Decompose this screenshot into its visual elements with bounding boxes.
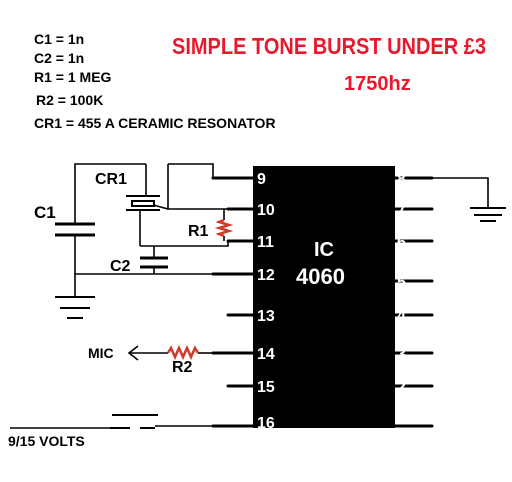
wire-top-left (74, 163, 146, 224)
frequency-label: 1750hz (344, 73, 411, 95)
pin-9: 9 (257, 171, 266, 188)
r1-label: R1 (188, 223, 209, 240)
capacitor-c1 (55, 222, 95, 237)
pin-numbers-left: 9 10 11 12 13 14 15 16 (257, 171, 275, 432)
r2-label: R2 (172, 359, 193, 376)
capacitor-c2 (140, 256, 168, 269)
cr1-label: CR1 (95, 171, 127, 188)
pin-leads-left (211, 176, 255, 428)
wire-pin8-ground (432, 177, 489, 207)
pin-8: 8 (397, 171, 406, 188)
pin-15: 15 (257, 379, 275, 396)
component-legend: C1 = 1n C2 = 1n R1 = 1 MEG R2 = 100K CR1… (34, 31, 276, 131)
ic-4060: IC 4060 (253, 166, 395, 428)
wire-pin9-loop (168, 163, 214, 178)
wire-pin11 (140, 241, 229, 247)
ic-label: IC (314, 239, 334, 261)
pin-leads-right (393, 176, 434, 428)
legend-r1: R1 = 1 MEG (34, 69, 112, 85)
resonator-cr1 (126, 195, 160, 211)
legend-c2: C2 = 1n (34, 50, 84, 66)
resistor-r2 (166, 344, 200, 361)
wire-pin10 (167, 164, 228, 210)
pin-5: 5 (397, 274, 406, 291)
pin-11: 11 (257, 234, 274, 251)
c2-label: C2 (110, 258, 131, 275)
c1-label: C1 (34, 203, 56, 222)
legend-cr1: CR1 = 455 A CERAMIC RESONATOR (34, 115, 276, 131)
wire-pin12 (74, 273, 213, 296)
mic-arrow-icon (127, 345, 139, 361)
pin-7: 7 (397, 202, 406, 219)
wiring (10, 163, 489, 429)
ic-part-number: 4060 (296, 264, 345, 289)
legend-c1: C1 = 1n (34, 31, 84, 47)
supply-switch (110, 414, 158, 429)
pin-16: 16 (257, 415, 275, 432)
pin-4: 4 (397, 308, 406, 325)
pin-6: 6 (397, 234, 406, 251)
legend-r2: R2 = 100K (36, 92, 103, 108)
pin-14: 14 (257, 346, 275, 363)
pin-10: 10 (257, 202, 275, 219)
resistor-r1 (214, 218, 234, 238)
title: SIMPLE TONE BURST UNDER £3 (172, 33, 486, 59)
ground-icon (470, 207, 506, 222)
pin-3: 3 (397, 346, 406, 363)
ground-icon (55, 296, 95, 319)
pin-numbers-right: 8 7 6 5 4 3 2 1 (397, 171, 406, 424)
pin-1: 1 (397, 407, 406, 424)
supply-label: 9/15 VOLTS (8, 433, 85, 449)
mic-label: MIC (88, 345, 114, 361)
pin-2: 2 (397, 379, 406, 396)
ic-body (253, 166, 395, 428)
cr1-crystal (131, 200, 155, 207)
pin-13: 13 (257, 308, 275, 325)
pin-12: 12 (257, 267, 275, 284)
